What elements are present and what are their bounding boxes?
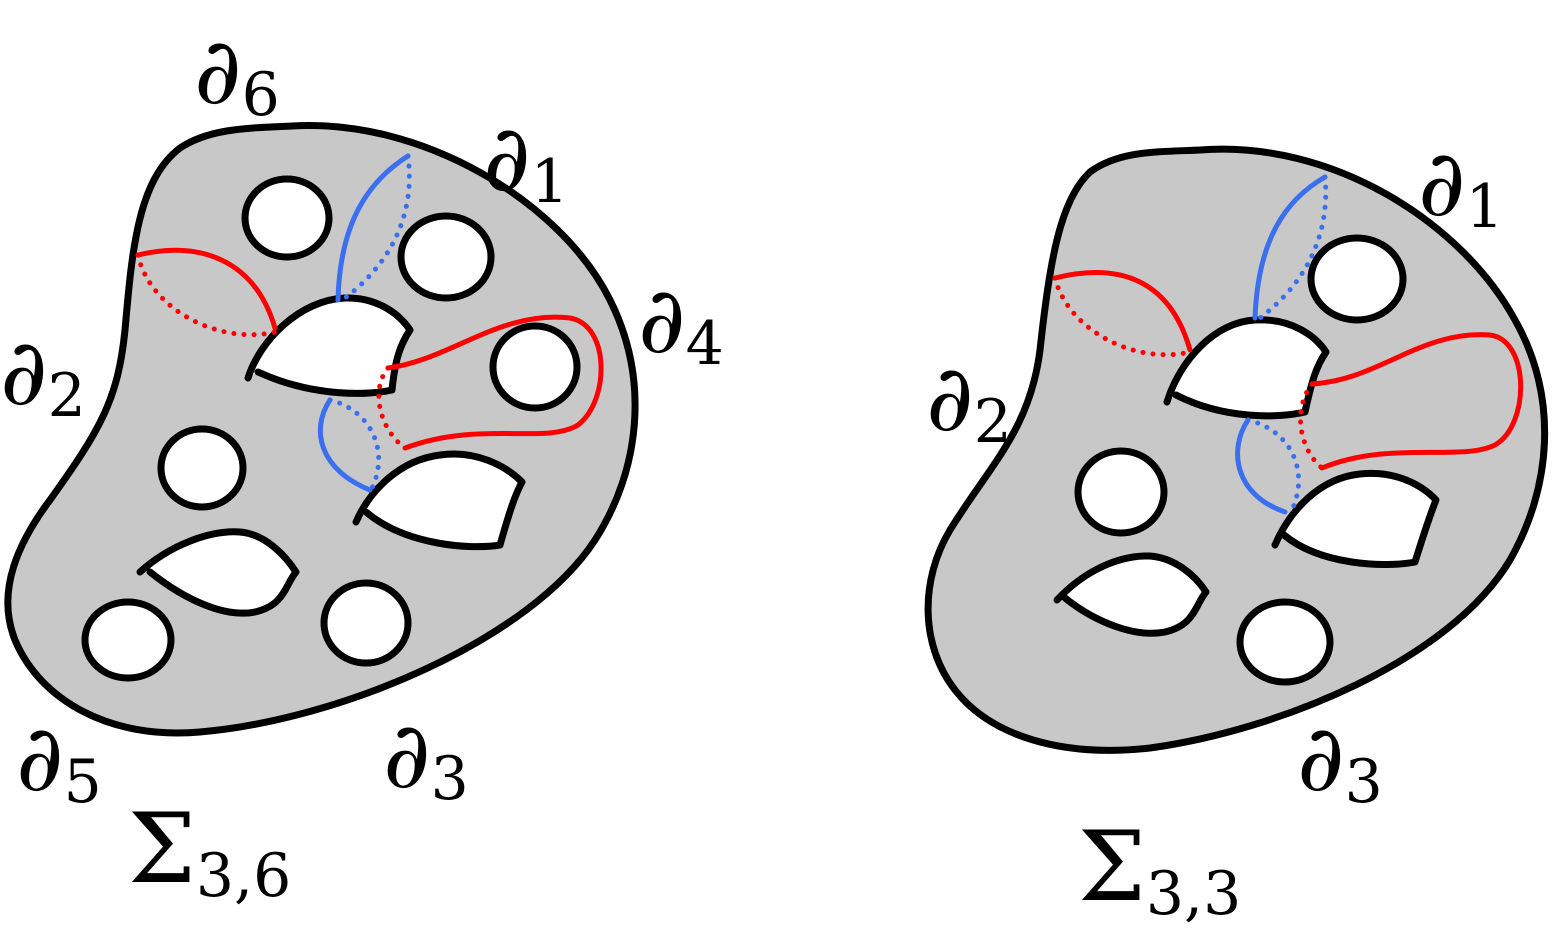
- right-handle-middle: [1271, 469, 1440, 569]
- right-surface: ∂1 ∂2 ∂3 Σ3,3: [924, 130, 1549, 929]
- left-red-curve-dotted: [135, 252, 278, 338]
- left-handle-top: [244, 294, 414, 397]
- left-handle-bottom: [136, 528, 300, 617]
- left-label-boundary-6: ∂6: [194, 18, 280, 130]
- left-blue-curve-lower-dotted: [327, 397, 382, 491]
- right-label-boundary-1: ∂1: [1418, 130, 1504, 242]
- left-surface: ∂6 ∂1 ∂4 ∂2 ∂5 ∂3 Σ3,6: [0, 18, 724, 911]
- right-blue-curve-dotted: [1257, 174, 1329, 321]
- right-hole-3: [1236, 598, 1334, 686]
- right-hole-1: [1307, 234, 1407, 324]
- left-red-loop-solid: [385, 314, 604, 451]
- left-hole-6: [241, 175, 333, 261]
- left-hole-1: [397, 212, 495, 302]
- left-red-loop-dotted: [376, 365, 408, 451]
- left-label-boundary-2: ∂2: [0, 319, 86, 431]
- left-hole-3: [320, 579, 412, 667]
- left-label-boundary-1: ∂1: [483, 105, 569, 217]
- left-surface-name: Σ3,6: [128, 793, 291, 911]
- left-label-boundary-4: ∂4: [638, 267, 724, 379]
- right-red-loop-solid: [1309, 332, 1524, 471]
- left-blue-curve-solid: [335, 153, 411, 303]
- right-handle-top: [1163, 316, 1330, 420]
- left-blue-curve-dotted: [342, 153, 412, 301]
- left-label-boundary-5: ∂5: [16, 705, 102, 817]
- right-label-boundary-2: ∂2: [926, 345, 1012, 457]
- right-label-boundary-3: ∂3: [1297, 705, 1383, 817]
- right-red-curve-solid: [1052, 270, 1193, 353]
- right-hole-2: [1074, 447, 1168, 537]
- right-blue-curve-lower-solid: [1235, 417, 1288, 515]
- right-blue-curve-solid: [1252, 174, 1328, 321]
- left-handle-middle: [352, 450, 526, 551]
- left-blue-curve-lower-solid: [317, 397, 373, 493]
- right-red-loop-dotted: [1298, 381, 1325, 471]
- right-handle-bottom: [1053, 552, 1210, 637]
- right-blue-curve-lower-dotted: [1245, 417, 1302, 513]
- left-hole-2: [157, 425, 247, 511]
- left-hole-4: [489, 322, 581, 412]
- left-red-curve-solid: [135, 247, 278, 331]
- left-label-boundary-3: ∂3: [383, 702, 469, 814]
- left-hole-5: [81, 598, 175, 682]
- right-surface-name: Σ3,3: [1078, 811, 1241, 929]
- right-red-curve-dotted: [1052, 275, 1193, 358]
